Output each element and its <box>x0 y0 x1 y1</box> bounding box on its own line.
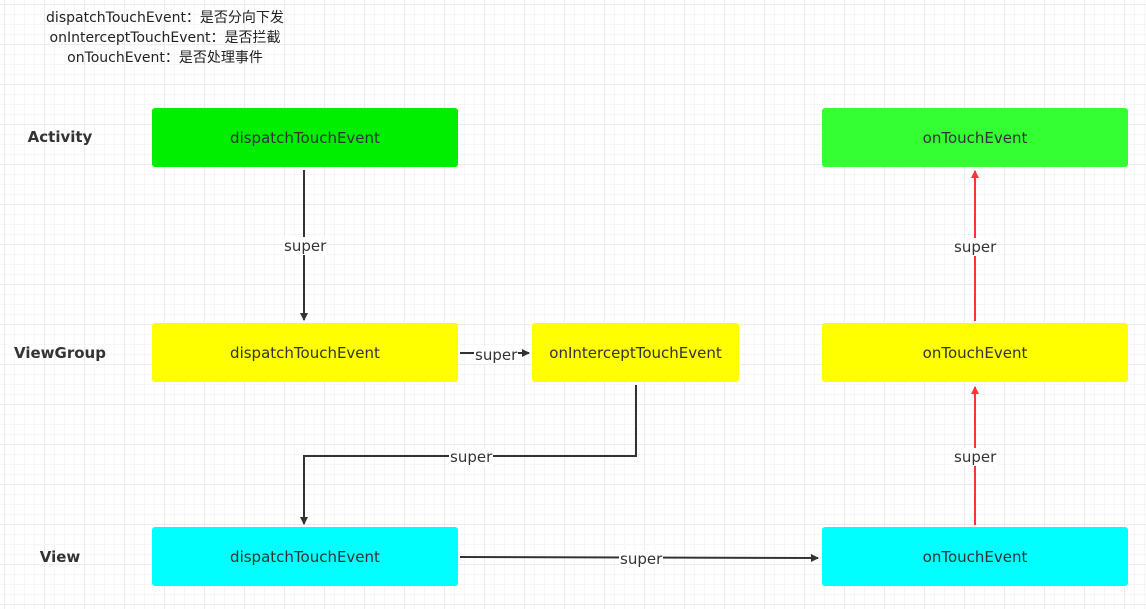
activity-dispatch-node[interactable]: dispatchTouchEvent <box>152 108 458 167</box>
view-dispatch-node[interactable]: dispatchTouchEvent <box>152 527 458 586</box>
row-label-viewgroup: ViewGroup <box>14 344 106 362</box>
legend: dispatchTouchEvent：是否分向下发 onInterceptTou… <box>20 8 310 68</box>
edge-label-dispatch-to-intercept: super <box>474 346 519 364</box>
viewgroup-dispatch-node[interactable]: dispatchTouchEvent <box>152 323 458 382</box>
legend-intercept: onInterceptTouchEvent：是否拦截 <box>49 30 281 46</box>
legend-dispatch: dispatchTouchEvent：是否分向下发 <box>46 10 284 26</box>
edge-label-intercept-to-view: super <box>449 448 494 466</box>
edge-label-view-dispatch-to-touch: super <box>619 550 664 568</box>
legend-touch: onTouchEvent：是否处理事件 <box>67 50 263 66</box>
viewgroup-intercept-node[interactable]: onInterceptTouchEvent <box>532 323 739 382</box>
edge-label-viewgroup-touch-to-activity: super <box>953 238 998 256</box>
viewgroup-touch-node[interactable]: onTouchEvent <box>822 323 1128 382</box>
edge-label-view-touch-to-viewgroup: super <box>953 448 998 466</box>
row-label-activity: Activity <box>27 128 93 146</box>
row-label-view: View <box>39 548 81 566</box>
activity-touch-node[interactable]: onTouchEvent <box>822 108 1128 167</box>
edge-label-activity-to-viewgroup: super <box>283 237 328 255</box>
view-touch-node[interactable]: onTouchEvent <box>822 527 1128 586</box>
